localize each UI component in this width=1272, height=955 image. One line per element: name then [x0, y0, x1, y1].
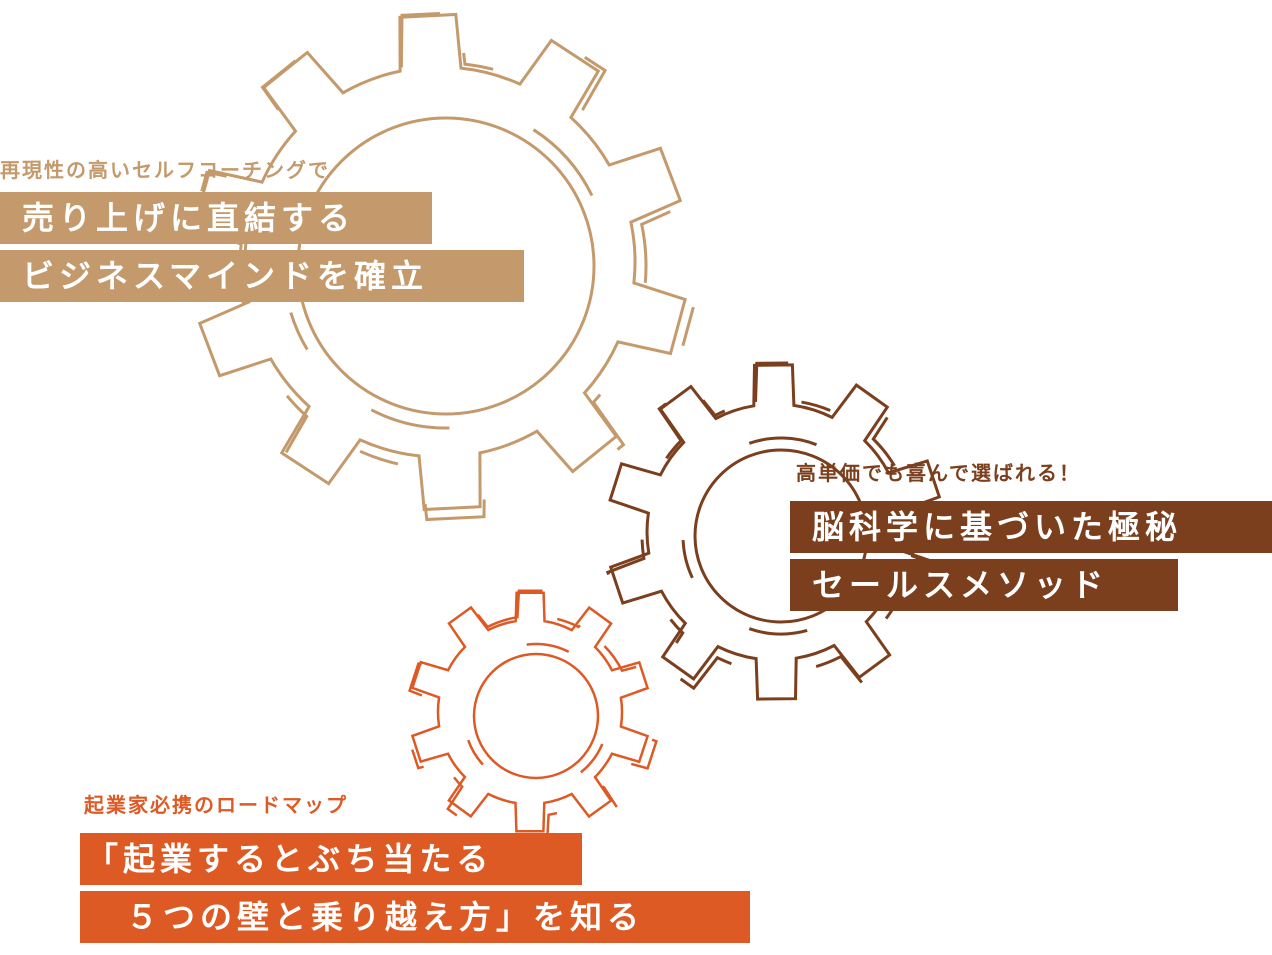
gear-hole-arc: [532, 128, 594, 197]
feature-subtitle: 起業家必携のロードマップ: [84, 793, 348, 817]
gear-outline: [410, 591, 650, 833]
feature-subtitle: 高単価でも喜んで選ばれる！: [796, 461, 1081, 485]
small-gear-icon: [407, 589, 659, 843]
gear-outline: [608, 363, 942, 701]
gear-hole-arc: [748, 627, 808, 636]
feature-block-roadmap: 起業家必携のロードマップ 「起業するとぶち当たる ５つの壁と乗り越え方」を知る: [80, 793, 750, 943]
feature-title-line: セールスメソッド: [790, 559, 1178, 611]
gear-hole-arc: [289, 312, 309, 351]
feature-block-mindset: 再現性の高いセルフコーチングで 売り上げに直結する ビジネスマインドを確立: [0, 158, 524, 302]
gear-hole: [472, 652, 600, 780]
medium-gear-icon: [605, 361, 951, 711]
feature-title-line: ５つの壁と乗り越え方」を知る: [80, 891, 750, 943]
gear-outline: [193, 12, 687, 512]
gear-hole-arc: [681, 540, 694, 579]
feature-title-line: ビジネスマインドを確立: [0, 250, 524, 302]
gear-outline-offset: [605, 361, 951, 711]
gear-hole-arc: [580, 743, 604, 774]
gear-outline-offset: [407, 589, 659, 843]
gear-hole-arc: [526, 642, 570, 653]
feature-block-sales: 高単価でも喜んで選ばれる！ 脳科学に基づいた極秘 セールスメソッド: [790, 461, 1272, 611]
feature-subtitle: 再現性の高いセルフコーチングで: [0, 158, 330, 182]
feature-title-line: 「起業するとぶち当たる: [80, 833, 582, 885]
gear-hole-arc: [370, 408, 450, 430]
feature-title-line: 売り上げに直結する: [0, 192, 432, 244]
feature-title-line: 脳科学に基づいた極秘: [790, 501, 1272, 553]
gear-hole-arc: [467, 739, 484, 766]
gear-hole-arc: [748, 436, 818, 447]
